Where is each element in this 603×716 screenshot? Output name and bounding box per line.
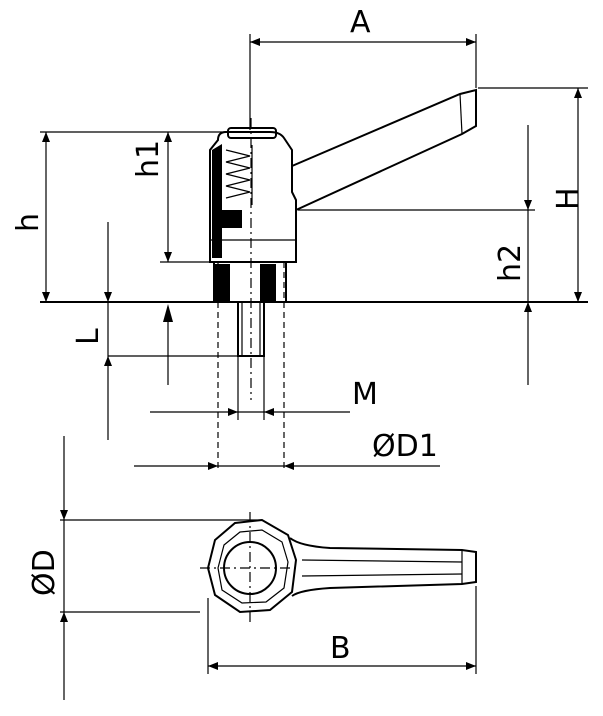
knob-cap xyxy=(227,127,277,139)
insert-upper xyxy=(222,210,242,228)
insert-left xyxy=(214,264,230,302)
label-h: h xyxy=(11,213,46,232)
label-D: ØD xyxy=(27,549,62,596)
lever-top-line1 xyxy=(301,559,463,563)
label-D1: ØD1 xyxy=(372,429,438,464)
dim-h1-tail-arrow xyxy=(163,304,173,322)
label-h1: h1 xyxy=(131,140,166,178)
side-view: A H h h1 h2 L M ØD1 xyxy=(11,5,588,470)
lever-top-line2 xyxy=(301,573,463,577)
lever-arm xyxy=(291,88,477,211)
lever-top xyxy=(289,537,477,597)
spring xyxy=(225,149,251,199)
knob-body xyxy=(209,131,297,263)
knob-edge-shade xyxy=(212,144,222,258)
top-view: ØD B xyxy=(27,436,477,700)
label-H: H xyxy=(551,187,586,210)
hub-inner xyxy=(217,529,289,604)
label-a: A xyxy=(350,5,371,40)
label-L: L xyxy=(71,328,106,345)
label-B: B xyxy=(330,631,351,666)
label-h2: h2 xyxy=(493,244,528,282)
lever-tip-line xyxy=(459,93,463,135)
label-M: M xyxy=(352,377,378,412)
insert-right xyxy=(260,264,276,302)
hub-outline xyxy=(206,518,298,614)
